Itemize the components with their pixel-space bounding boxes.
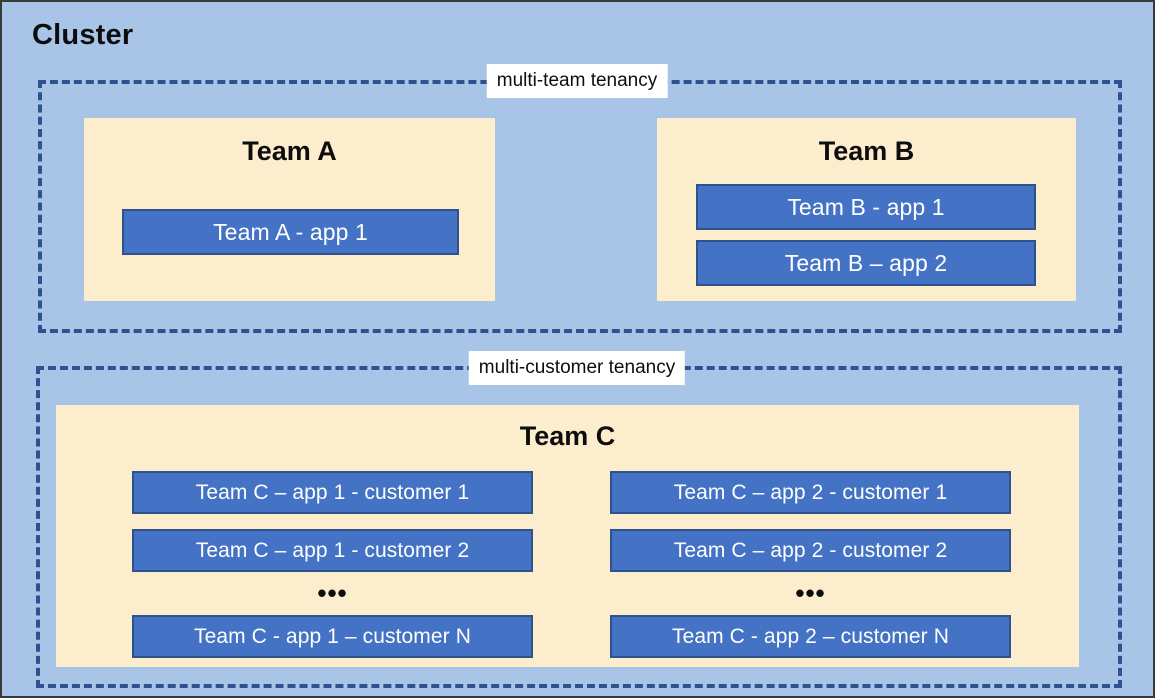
team-a-app-1[interactable]: Team A - app 1	[122, 209, 459, 255]
team-b-app-1[interactable]: Team B - app 1	[696, 184, 1036, 230]
team-b-title: Team B	[818, 136, 915, 166]
team-c-app-1-customer-1[interactable]: Team C – app 1 - customer 1	[132, 471, 533, 514]
team-c-app-1-ellipsis: •••	[317, 578, 348, 608]
multi-customer-tenancy-label: multi-customer tenancy	[468, 351, 686, 385]
team-c-box: Team C Team C – app 1 - customer 1 Team …	[56, 405, 1079, 667]
team-c-app-2-customer-2[interactable]: Team C – app 2 - customer 2	[610, 529, 1011, 572]
team-c-app-2-ellipsis: •••	[795, 578, 826, 608]
team-a-title: Team A	[242, 136, 337, 166]
team-c-app-1-customer-n[interactable]: Team C - app 1 – customer N	[132, 615, 533, 658]
team-c-app-1-customer-2[interactable]: Team C – app 1 - customer 2	[132, 529, 533, 572]
team-b-box: Team B Team B - app 1 Team B – app 2	[657, 118, 1076, 301]
team-c-title: Team C	[519, 421, 616, 451]
team-c-app-2-customer-1[interactable]: Team C – app 2 - customer 1	[610, 471, 1011, 514]
team-a-box: Team A Team A - app 1	[84, 118, 495, 301]
cluster-title: Cluster	[32, 19, 134, 51]
team-c-app-2-customer-n[interactable]: Team C - app 2 – customer N	[610, 615, 1011, 658]
team-b-app-2[interactable]: Team B – app 2	[696, 240, 1036, 286]
multi-team-tenancy-label: multi-team tenancy	[486, 64, 668, 98]
